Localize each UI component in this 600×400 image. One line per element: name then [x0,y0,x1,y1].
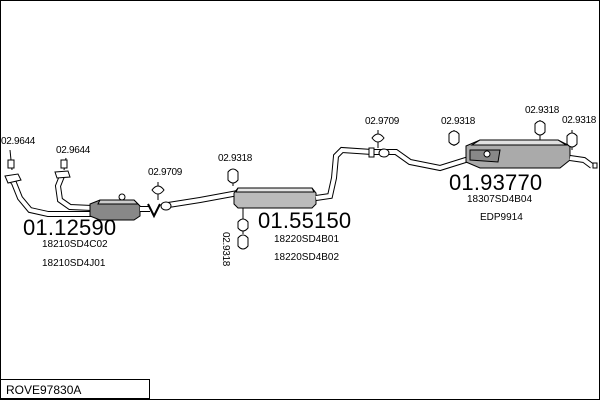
rear-silencer [378,139,598,172]
diagram-code-box: ROVE97830A [0,379,150,399]
fitting-label-6: 02.9709 [365,116,400,127]
component-number-front-pipe: 01.12590 [23,215,117,240]
diagram-code: ROVE97830A [6,383,82,397]
component-ref-front-pipe-1: 18210SD4C02 [42,239,108,250]
fitting-label-5: 02.9318 [220,232,231,267]
fitting-label-8: 02.9318 [525,105,560,116]
fitting-label-3: 02.9709 [148,167,183,178]
component-ref-centre-silencer-2: 18220SD4B02 [274,252,340,263]
fittings-graphics [7,120,578,250]
fitting-label-1: 02.9644 [1,136,36,147]
component-ref-rear-silencer-2: EDP9914 [480,212,523,223]
fitting-label-4: 02.9318 [218,153,253,164]
component-ref-front-pipe-2: 18210SD4J01 [42,258,106,269]
fitting-label-7: 02.9318 [441,116,476,127]
component-number-rear-silencer: 01.93770 [449,170,543,195]
component-ref-centre-silencer-1: 18220SD4B01 [274,234,340,245]
component-number-centre-silencer: 01.55150 [258,208,352,233]
fitting-label-2: 02.9644 [56,145,91,156]
centre-silencer [147,146,380,219]
component-ref-rear-silencer-1: 18307SD4B04 [467,194,533,205]
front-pipe [4,170,150,221]
fitting-label-9: 02.9318 [562,115,597,126]
